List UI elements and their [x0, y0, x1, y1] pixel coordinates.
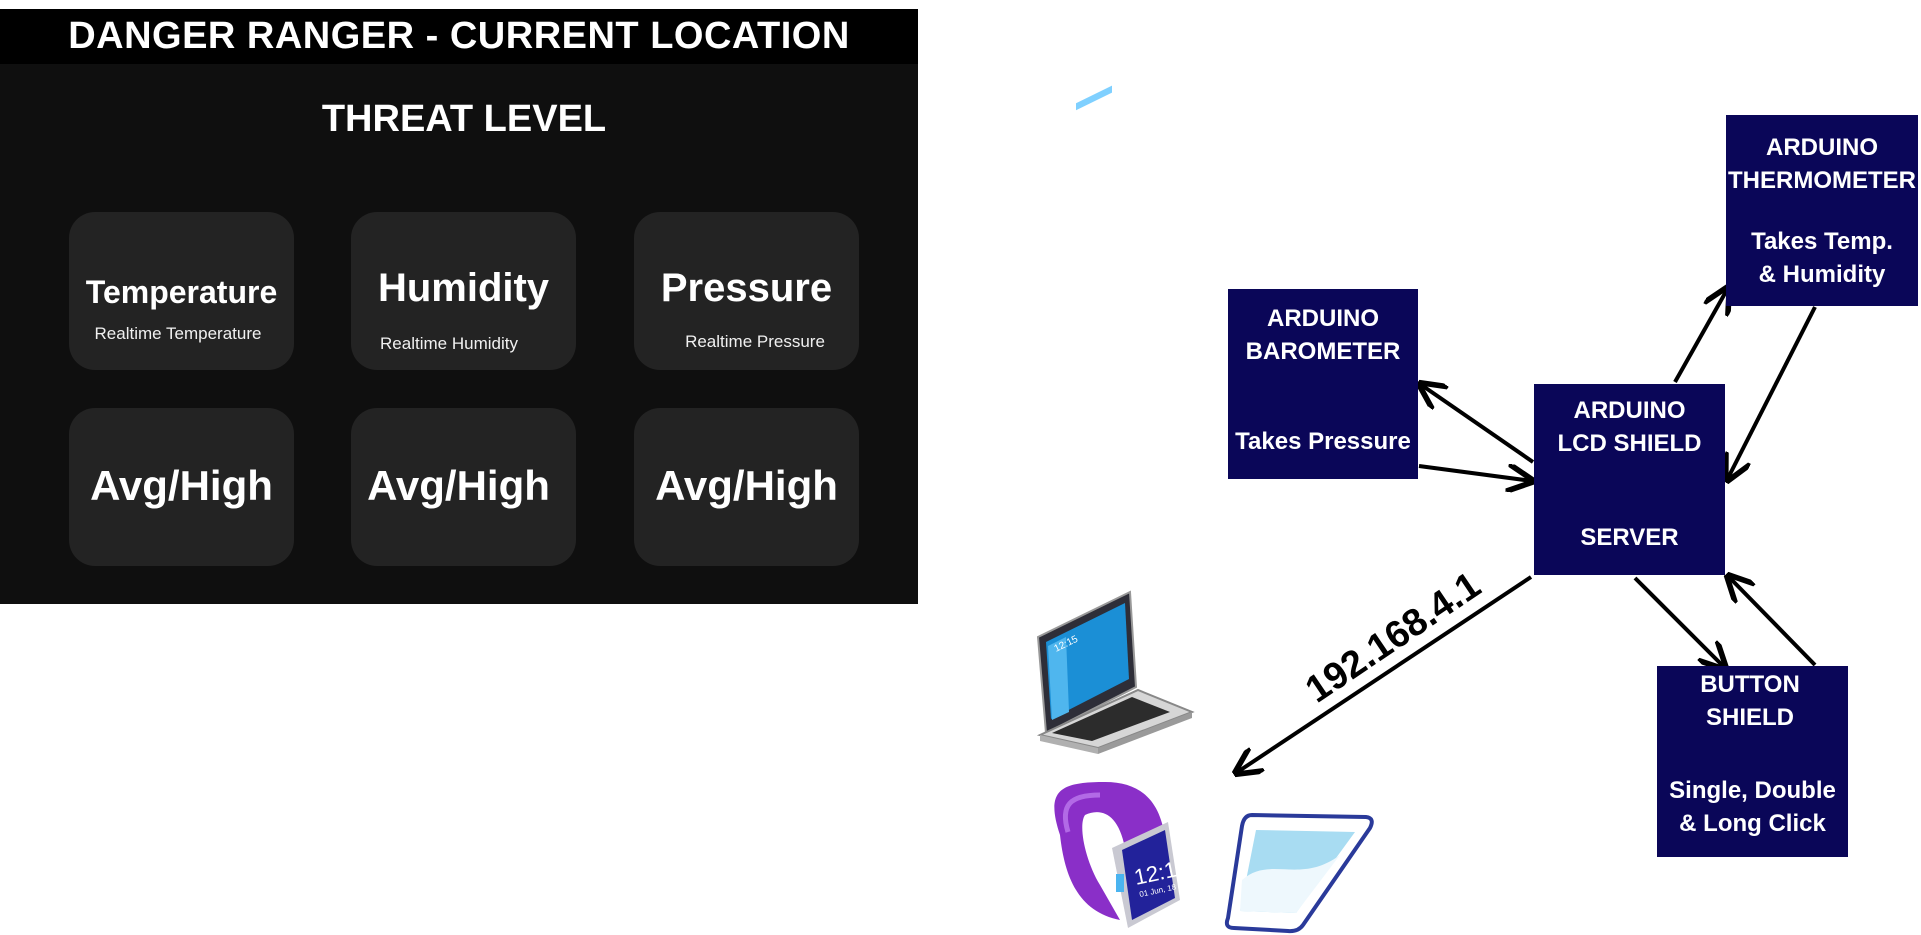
humidity-card-subtitle: Realtime Humidity — [380, 334, 518, 353]
lcd-line2: LCD SHIELD — [1557, 430, 1702, 457]
arrow-lcd-to-barometer — [1420, 384, 1535, 464]
thermometer-line1: ARDUINO — [1766, 134, 1878, 161]
temperature-card-subtitle: Realtime Temperature — [94, 324, 262, 343]
threat-level-heading: THREAT LEVEL — [321, 98, 607, 140]
page-title: DANGER RANGER - CURRENT LOCATION — [68, 15, 850, 57]
humidity-card-title: Humidity — [377, 266, 550, 310]
smartwatch-icon — [1054, 782, 1180, 928]
thermometer-line3: Takes Temp. — [1751, 228, 1893, 255]
barometer-line1: ARDUINO — [1267, 305, 1379, 332]
arrow-thermometer-to-lcd — [1727, 306, 1817, 480]
button-line2: SHIELD — [1705, 704, 1794, 731]
smartphone-icon — [1224, 813, 1374, 934]
laptop-icon — [1036, 85, 1195, 754]
arduino-lcd-shield-node[interactable]: ARDUINO LCD SHIELD SERVER — [1534, 384, 1725, 575]
lcd-line1: ARDUINO — [1573, 397, 1686, 424]
arrow-lcd-to-devices — [1236, 575, 1533, 773]
arrow-lcd-to-thermometer — [1673, 288, 1728, 383]
button-line4: & Long Click — [1679, 810, 1826, 837]
button-line1: BUTTON — [1700, 671, 1800, 698]
arrow-lcd-to-button — [1633, 576, 1725, 668]
pressure-stats-title: Avg/High — [655, 462, 838, 509]
humidity-stats-card[interactable]: Avg/High — [351, 408, 576, 566]
arduino-thermometer-node[interactable]: ARDUINO THERMOMETER Takes Temp. & Humidi… — [1726, 115, 1918, 306]
thermometer-line4: & Humidity — [1758, 261, 1886, 288]
pressure-card-title: Pressure — [660, 266, 833, 310]
temperature-card-title: Temperature — [85, 274, 278, 310]
title-bar — [0, 9, 918, 64]
arrow-barometer-to-lcd — [1418, 466, 1532, 481]
connection-arrows — [1236, 288, 1817, 773]
barometer-line2: BAROMETER — [1245, 338, 1401, 365]
barometer-line3: Takes Pressure — [1235, 428, 1411, 455]
thermometer-line2: THERMOMETER — [1728, 167, 1916, 194]
lcd-line3: SERVER — [1580, 524, 1679, 551]
pressure-stats-card[interactable]: Avg/High — [634, 408, 859, 566]
humidity-stats-title: Avg/High — [367, 462, 550, 509]
pressure-card[interactable]: Pressure Realtime Pressure — [634, 212, 859, 370]
arduino-barometer-node[interactable]: ARDUINO BAROMETER Takes Pressure — [1228, 289, 1418, 479]
temperature-stats-card[interactable]: Avg/High — [69, 408, 294, 566]
pressure-card-subtitle: Realtime Pressure — [685, 332, 825, 351]
button-shield-node[interactable]: BUTTON SHIELD Single, Double & Long Clic… — [1657, 666, 1848, 857]
arrow-button-to-lcd — [1728, 576, 1817, 667]
temperature-card[interactable]: Temperature Realtime Temperature — [69, 212, 294, 370]
temperature-stats-title: Avg/High — [90, 462, 273, 509]
humidity-card[interactable]: Humidity Realtime Humidity — [351, 212, 576, 370]
button-line3: Single, Double — [1669, 777, 1836, 804]
